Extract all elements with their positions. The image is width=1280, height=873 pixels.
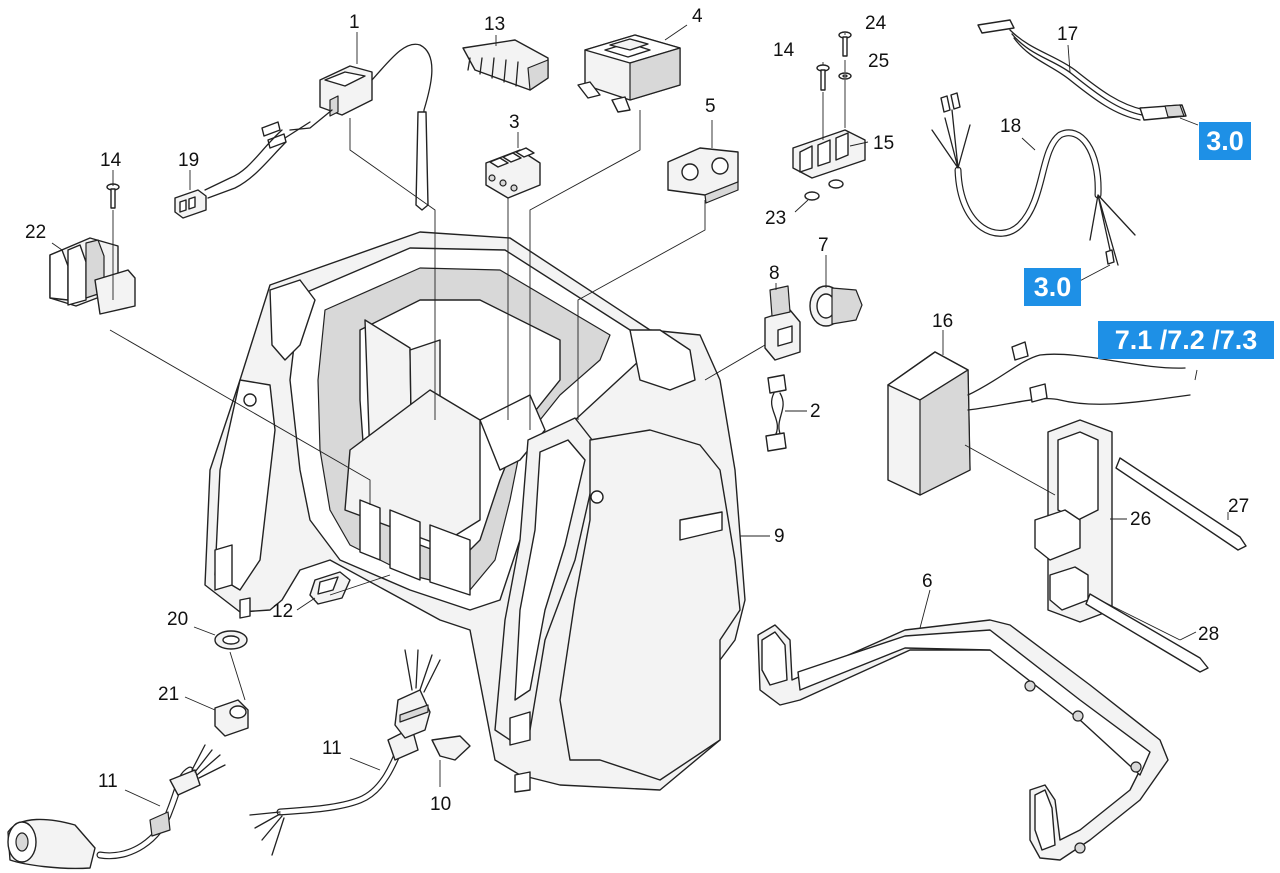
label-4: 4 [692,6,703,27]
leader-lines [51,24,1229,807]
housing-part-9 [204,231,746,793]
label-18: 18 [1000,116,1021,137]
label-21: 21 [158,684,179,705]
label-14-left: 14 [100,150,122,171]
washer-part-23 [804,179,844,201]
label-20: 20 [167,609,188,630]
terminal-strip-part-13 [462,39,549,91]
wire-loom-part-18 [931,92,1136,266]
power-cable-part-11-left [7,744,226,870]
label-3: 3 [509,112,520,133]
power-cable-part-11-center [249,649,441,856]
nut-part-21 [214,699,249,737]
label-15: 15 [873,133,894,154]
label-17: 17 [1057,24,1078,45]
label-11-left: 11 [98,771,118,792]
control-unit-part-16 [887,341,1191,496]
label-28: 28 [1198,624,1219,645]
thermostat-part-1 [204,43,433,211]
switch-part-8 [764,285,801,361]
label-19: 19 [178,150,199,171]
rod-part-27 [1115,457,1247,551]
reference-box-3-0-top[interactable]: 3.0 [1199,122,1251,160]
label-11-center: 11 [322,738,342,759]
washer-part-25 [838,72,852,80]
screw-part-14-top [816,64,830,91]
label-26: 26 [1130,509,1151,530]
callout-labels: 1 13 4 24 14 25 17 15 18 23 3 5 14 19 22… [25,6,1249,815]
screw-part-14-left [106,183,120,209]
reference-box-3-0-middle[interactable]: 3.0 [1024,268,1081,306]
fuse-holder-part-15 [792,129,866,179]
label-14-top: 14 [773,40,795,61]
bracket-part-5 [667,147,739,204]
label-1: 1 [349,12,360,33]
label-5: 5 [705,96,716,117]
screw-part-24 [838,31,852,57]
cable-part-2 [765,374,787,452]
bracket-part-26 [1034,419,1113,623]
label-16: 16 [932,311,953,332]
reference-box-7-1-7-2-7-3[interactable]: 7.1 /7.2 /7.3 [1098,321,1274,359]
label-13: 13 [484,14,505,35]
clamp-part-10 [431,735,471,761]
connector-part-19 [174,189,207,219]
handle-frame-part-6 [757,619,1169,861]
clip-part-12 [309,571,351,605]
lamp-holder-part-7 [809,285,863,327]
label-8: 8 [769,263,780,284]
rod-part-28 [1085,593,1209,673]
label-10: 10 [430,794,451,815]
label-24: 24 [865,13,887,34]
gasket-part-20 [214,630,248,650]
label-22: 22 [25,222,46,243]
ribbon-cable-part-17 [977,19,1187,121]
label-25: 25 [868,51,889,72]
label-9: 9 [774,526,785,547]
label-2: 2 [810,401,821,422]
switch-part-22 [49,237,136,315]
label-27: 27 [1228,496,1249,517]
label-12: 12 [272,601,293,622]
label-6: 6 [922,571,933,592]
label-23: 23 [765,208,786,229]
terminal-block-part-3 [485,147,541,199]
transformer-part-4 [577,34,681,113]
label-7: 7 [818,235,829,256]
